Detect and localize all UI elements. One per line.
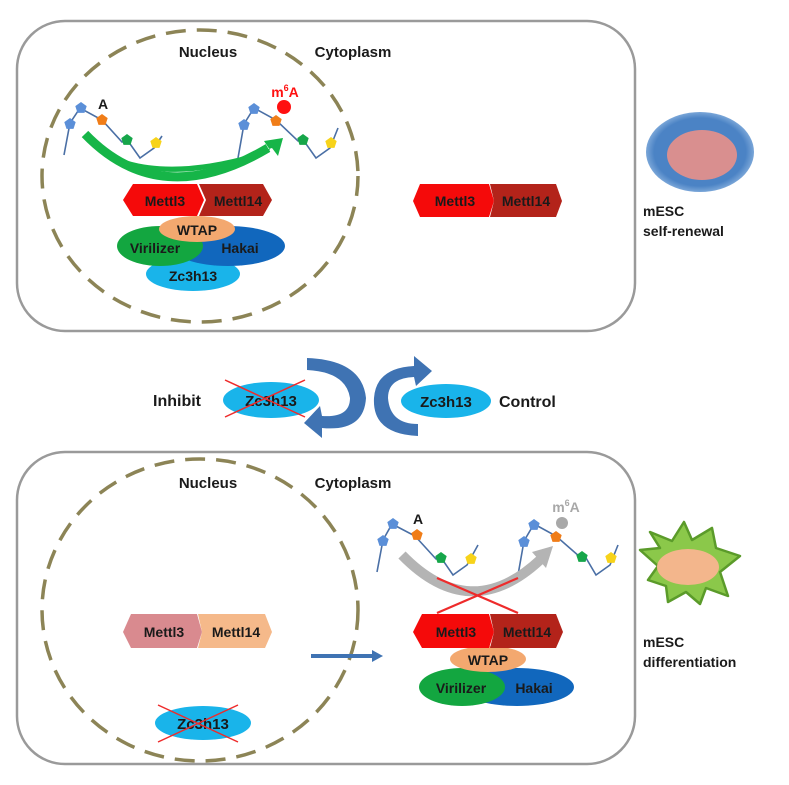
- methylation-arrow-body: [81, 130, 271, 182]
- top-cell-panel: Nucleus Cytoplasm A m6A: [15, 19, 637, 333]
- wtap-protein: [450, 646, 526, 672]
- outcome-line2: differentiation: [643, 654, 736, 670]
- outcome-line2: self-renewal: [643, 223, 724, 239]
- top-panel-border: [15, 19, 637, 333]
- mettl14-label: Mettl14: [503, 624, 551, 640]
- inhibit-control-cycle: Inhibit Zc3h13 Zc3h13 Control: [153, 356, 556, 438]
- virilizer-label: Virilizer: [130, 240, 181, 256]
- differentiated-cell-nucleus-icon: [657, 549, 719, 585]
- top-nucleus-label: Nucleus: [179, 44, 237, 61]
- top-writer-complex: Mettl3 Mettl14 WTAP Virilizer Hakai Zc3h…: [117, 184, 285, 291]
- stem-cell-nucleus-icon: [667, 130, 737, 180]
- bottom-writer-complex: Mettl3 Mettl14 WTAP Virilizer Hakai: [413, 614, 574, 706]
- outcome-line1: mESC: [643, 634, 684, 650]
- m6a-methyl-group-icon: [556, 517, 568, 529]
- m6a-label: m6A: [271, 83, 299, 100]
- rna-backbone: [237, 106, 339, 160]
- mettl3-label: Mettl3: [436, 624, 477, 640]
- zc3h13-label: Zc3h13: [177, 716, 229, 733]
- blocked-methylation-arrow-icon: [532, 546, 553, 568]
- mettl3-label: Mettl3: [144, 624, 185, 640]
- blocked-methylation-arrow-body: [398, 551, 544, 597]
- wtap-label: WTAP: [468, 652, 508, 668]
- mettl14-protein: [490, 614, 563, 648]
- mettl3-protein: [413, 184, 494, 217]
- stem-cell-outcome: mESC self-renewal: [643, 112, 754, 239]
- mettl3-protein: [413, 614, 494, 648]
- bottom-panel-border: [15, 450, 637, 766]
- bottom-cell-panel: Nucleus Cytoplasm Mettl3 Mettl14 Zc3h13: [15, 450, 637, 766]
- hakai-label: Hakai: [221, 240, 258, 256]
- mettl14-label: Mettl14: [214, 193, 262, 209]
- adenosine-label: A: [413, 511, 423, 527]
- rna-backbone: [63, 106, 163, 160]
- bottom-rna-modified: m6A: [517, 498, 619, 577]
- virilizer-label: Virilizer: [436, 680, 487, 696]
- m6a-label: m6A: [552, 498, 580, 515]
- mettl3-protein: [123, 184, 204, 216]
- cycle-arrow-right-icon: [373, 356, 432, 436]
- top-cytoplasm-label: Cytoplasm: [315, 44, 392, 61]
- mettl3-protein-faded: [123, 614, 202, 648]
- bottom-nucleus-zc3h13-knockdown: Zc3h13: [155, 704, 251, 743]
- top-nucleus-membrane: [40, 28, 360, 324]
- bottom-nucleus-mettl-complex: Mettl3 Mettl14: [123, 614, 272, 648]
- mettl3-label: Mettl3: [145, 193, 186, 209]
- wtap-label: WTAP: [177, 222, 217, 238]
- mettl14-protein: [199, 184, 272, 216]
- zc3h13-label: Zc3h13: [169, 268, 217, 284]
- methylation-arrow-icon: [86, 136, 283, 172]
- mettl14-label: Mettl14: [502, 193, 550, 209]
- cycle-arrow-left-icon: [304, 358, 366, 438]
- bottom-rna-unmodified: A: [376, 511, 479, 577]
- bottom-cytoplasm-label: Cytoplasm: [315, 475, 392, 492]
- nuclear-export-arrow-icon: [311, 650, 383, 662]
- top-cytoplasm-mettl-complex: Mettl3 Mettl14: [413, 184, 562, 217]
- mettl14-protein-faded: [198, 614, 272, 648]
- top-rna-modified: m6A: [237, 83, 339, 160]
- bottom-nucleus-membrane: [40, 457, 360, 763]
- rna-backbone: [376, 522, 479, 577]
- wtap-protein: [159, 216, 235, 242]
- m6a-methyl-group-icon: [277, 100, 291, 114]
- virilizer-protein: [419, 668, 505, 706]
- bottom-nucleus-label: Nucleus: [179, 475, 237, 492]
- inhibit-label: Inhibit: [153, 393, 202, 410]
- hakai-label: Hakai: [515, 680, 552, 696]
- control-zc3h13-label: Zc3h13: [420, 394, 472, 411]
- top-rna-unmodified: A: [63, 96, 163, 160]
- mettl14-protein: [490, 184, 562, 217]
- adenosine-label: A: [98, 96, 108, 112]
- mettl14-label: Mettl14: [212, 624, 260, 640]
- mettl3-label: Mettl3: [435, 193, 476, 209]
- differentiation-outcome: mESC differentiation: [638, 520, 742, 670]
- control-zc3h13-protein: [401, 384, 491, 418]
- control-label: Control: [499, 394, 556, 411]
- outcome-line1: mESC: [643, 203, 684, 219]
